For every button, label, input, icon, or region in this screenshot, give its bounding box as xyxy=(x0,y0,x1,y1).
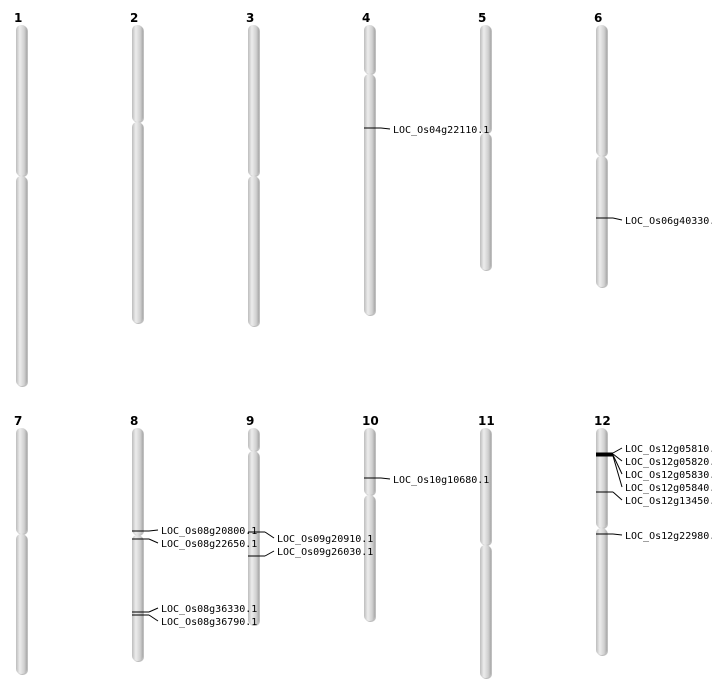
chromosome-arm xyxy=(364,428,375,495)
chromosome-label: 10 xyxy=(362,414,379,428)
chromosome-arm xyxy=(364,25,375,74)
chromosome-arm xyxy=(16,176,27,386)
chromosome-1: 1 xyxy=(14,11,28,387)
chromosome-label: 7 xyxy=(14,414,22,428)
chromosome-6: 6 xyxy=(594,11,608,288)
chromosome-arm xyxy=(132,428,143,535)
chromosome-9: 9 xyxy=(246,414,260,626)
gene-label: LOC_Os06g40330.1 xyxy=(625,216,712,227)
gene-connector xyxy=(612,453,623,462)
gene-label: LOC_Os12g05830.1 xyxy=(625,470,712,481)
chromosome-arm xyxy=(248,428,259,451)
gene-marker: LOC_Os10g10680.1 xyxy=(364,475,489,486)
gene-marker: LOC_Os08g22650.1 xyxy=(132,538,257,550)
chromosome-arm xyxy=(132,122,143,323)
gene-connector xyxy=(148,529,159,532)
gene-connector xyxy=(612,454,623,475)
chromosome-label: 12 xyxy=(594,414,611,428)
gene-label: LOC_Os12g05820.1 xyxy=(625,457,712,468)
chromosome-arm xyxy=(132,25,143,122)
gene-marker: LOC_Os12g13450.1 xyxy=(596,491,712,507)
gene-connector xyxy=(612,217,623,221)
chromosome-arm xyxy=(248,176,259,326)
chromosome-label: 8 xyxy=(130,414,138,428)
gene-label: LOC_Os04g22110.1 xyxy=(393,125,489,136)
gene-marker: LOC_Os06g40330.1 xyxy=(596,216,712,227)
gene-marker: LOC_Os08g20800.1 xyxy=(132,526,257,537)
gene-label: LOC_Os08g20800.1 xyxy=(161,526,257,537)
gene-connector xyxy=(612,491,623,501)
chromosome-arm xyxy=(480,25,491,133)
chromosome-arm xyxy=(248,25,259,176)
chromosome-11: 11 xyxy=(478,414,495,679)
gene-marker: LOC_Os12g05840.1 xyxy=(596,455,712,494)
gene-connector xyxy=(612,455,623,488)
chromosome-arm xyxy=(596,528,607,655)
gene-marker: LOC_Os04g22110.1 xyxy=(364,125,489,136)
gene-label: LOC_Os08g36330.1 xyxy=(161,604,257,615)
chromosome-label: 9 xyxy=(246,414,254,428)
gene-marker: LOC_Os09g20910.1 xyxy=(248,531,373,545)
chromosome-arm xyxy=(480,428,491,545)
chromosome-arm xyxy=(364,74,375,315)
gene-label: LOC_Os12g05810.1 xyxy=(625,444,712,455)
chromosome-label: 11 xyxy=(478,414,495,428)
chromosome-label: 3 xyxy=(246,11,254,25)
chromosome-3: 3 xyxy=(246,11,260,327)
chromosome-arm xyxy=(480,133,491,270)
gene-marker: LOC_Os12g05830.1 xyxy=(596,454,712,481)
gene-connector xyxy=(264,531,275,539)
gene-label: LOC_Os09g26030.1 xyxy=(277,547,373,558)
gene-label: LOC_Os08g22650.1 xyxy=(161,539,257,550)
gene-connector xyxy=(148,614,159,622)
chromosome-label: 2 xyxy=(130,11,138,25)
chromosome-12: 12 xyxy=(594,414,611,656)
gene-label: LOC_Os09g20910.1 xyxy=(277,534,373,545)
chromosome-label: 4 xyxy=(362,11,370,25)
gene-connector xyxy=(264,550,275,557)
chromosome-7: 7 xyxy=(14,414,28,675)
gene-marker: LOC_Os12g05810.1 xyxy=(596,444,712,455)
gene-connector xyxy=(380,127,391,130)
gene-marker: LOC_Os08g36330.1 xyxy=(132,604,257,615)
chromosome-8: 8 xyxy=(130,414,144,662)
gene-marker: LOC_Os09g26030.1 xyxy=(248,547,373,558)
chromosome-arm xyxy=(364,495,375,621)
chromosome-arm xyxy=(248,451,259,625)
chromosome-10: 10 xyxy=(362,414,379,622)
gene-connector xyxy=(612,447,623,454)
chromosome-arm xyxy=(16,25,27,176)
gene-label: LOC_Os12g22980.1 xyxy=(625,531,712,542)
gene-connector xyxy=(612,533,623,536)
chromosome-arm xyxy=(480,545,491,678)
gene-marker: LOC_Os12g22980.1 xyxy=(596,531,712,542)
chromosome-label: 6 xyxy=(594,11,602,25)
chromosome-arm xyxy=(132,535,143,661)
gene-label: LOC_Os12g13450.1 xyxy=(625,496,712,507)
chromosome-arm xyxy=(16,534,27,674)
chromosome-5: 5 xyxy=(478,11,492,271)
chromosome-arm xyxy=(596,428,607,528)
gene-label: LOC_Os08g36790.1 xyxy=(161,617,257,628)
chromosome-2: 2 xyxy=(130,11,144,324)
chromosome-arm xyxy=(596,156,607,287)
gene-label: LOC_Os12g05840.1 xyxy=(625,483,712,494)
chromosome-arm xyxy=(16,428,27,534)
gene-marker: LOC_Os12g05820.1 xyxy=(596,453,712,468)
chromosome-label: 1 xyxy=(14,11,22,25)
gene-connector xyxy=(380,477,391,480)
gene-connector xyxy=(148,607,159,613)
gene-marker: LOC_Os08g36790.1 xyxy=(132,614,257,628)
chromosome-arm xyxy=(596,25,607,156)
chromosome-label: 5 xyxy=(478,11,486,25)
chromosome-4: 4 xyxy=(362,11,376,316)
gene-label: LOC_Os10g10680.1 xyxy=(393,475,489,486)
gene-connector xyxy=(148,538,159,544)
